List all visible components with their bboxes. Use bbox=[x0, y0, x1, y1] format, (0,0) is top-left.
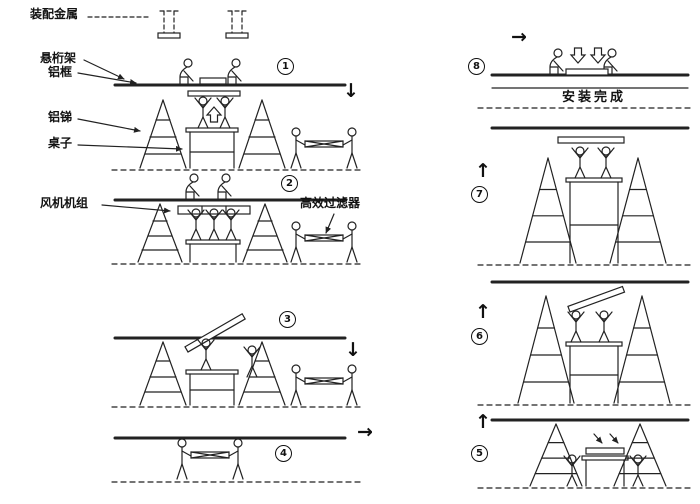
workers-carrying-filter bbox=[290, 364, 358, 406]
frame-piece bbox=[199, 77, 227, 85]
ladder-left bbox=[137, 203, 183, 263]
filter-panel-tilted bbox=[184, 312, 246, 353]
flow-down-arrow-after-step3: ↓ bbox=[345, 339, 361, 361]
step-5-badge: 5 bbox=[471, 445, 488, 462]
worker-lifting bbox=[197, 338, 215, 371]
worker-lifting bbox=[629, 454, 647, 487]
ladder-left bbox=[139, 341, 187, 406]
metal-fitting bbox=[225, 32, 249, 39]
scene-step1 bbox=[77, 10, 347, 87]
label-aluminum-ladder: 铝锑 bbox=[48, 110, 73, 124]
ladder-right bbox=[238, 99, 286, 169]
ladder-right bbox=[242, 203, 288, 263]
flow-right-arrow-step8: → bbox=[511, 26, 527, 48]
flow-right-arrow-after-step4: → bbox=[357, 421, 373, 443]
scene-step2 bbox=[101, 173, 361, 265]
step-3-badge: 3 bbox=[279, 311, 296, 328]
flow-up-arrow-step7: ↑ bbox=[475, 160, 491, 182]
flow-up-arrow-step6: ↑ bbox=[475, 301, 491, 323]
filter-panel bbox=[557, 136, 625, 144]
truss-leader-arrow bbox=[83, 59, 125, 80]
worker-lifting bbox=[563, 454, 581, 487]
hanger-dashed-lines bbox=[87, 10, 247, 34]
label-table: 桌子 bbox=[48, 136, 73, 150]
work-table bbox=[565, 341, 623, 404]
ladder-leader-arrow bbox=[77, 118, 141, 133]
worker-crouching bbox=[185, 173, 200, 200]
label-assembly-metal: 装配金属 bbox=[30, 7, 79, 21]
metal-fitting bbox=[157, 32, 181, 39]
label-suspension-truss: 悬桁架 bbox=[40, 51, 77, 65]
workers-carrying-filter bbox=[176, 438, 244, 480]
flow-up-arrow-step5: ↑ bbox=[475, 411, 491, 433]
push-up-arrow-icon bbox=[206, 106, 222, 123]
label-aluminum-frame: 铝框 bbox=[48, 65, 73, 79]
worker-lifting bbox=[595, 310, 613, 343]
ladder-right bbox=[613, 295, 671, 404]
scene-step4 bbox=[111, 436, 361, 483]
workers-carrying-filter bbox=[290, 127, 358, 169]
worker-crouching bbox=[217, 173, 232, 200]
worker-crouching bbox=[227, 58, 242, 85]
press-down-arrow-icon bbox=[570, 47, 586, 64]
scene-step7 bbox=[477, 126, 693, 266]
step-1-badge: 1 bbox=[277, 58, 294, 75]
filter-panel bbox=[187, 90, 241, 97]
filter-panel bbox=[565, 68, 609, 76]
step-4-badge: 4 bbox=[275, 445, 292, 462]
ladder-right bbox=[613, 423, 667, 487]
step-7-badge: 7 bbox=[471, 186, 488, 203]
ladder-left bbox=[519, 157, 577, 264]
place-down-arrow bbox=[593, 433, 603, 444]
ladder-left bbox=[529, 423, 583, 487]
worker-crouching bbox=[549, 48, 564, 75]
label-hepa-filter: 高效过滤器 bbox=[300, 196, 361, 210]
hepa-leader-arrow bbox=[325, 213, 335, 234]
press-down-arrow-icon bbox=[590, 47, 606, 64]
work-table bbox=[185, 239, 241, 263]
worker-lifting bbox=[597, 146, 615, 179]
ladder-right bbox=[609, 157, 667, 264]
work-table bbox=[185, 127, 239, 169]
ladder-left bbox=[517, 295, 575, 404]
place-down-arrow bbox=[609, 433, 619, 444]
worker-crouching bbox=[179, 58, 194, 85]
work-table bbox=[581, 455, 629, 487]
flow-down-arrow-after-step1: ↓ bbox=[343, 80, 359, 102]
step-2-badge: 2 bbox=[281, 175, 298, 192]
scene-step5 bbox=[477, 418, 693, 489]
scene-step1-lift bbox=[77, 90, 361, 171]
step-6-badge: 6 bbox=[471, 328, 488, 345]
scene-step3 bbox=[111, 312, 361, 408]
worker-lifting bbox=[571, 146, 589, 179]
label-install-complete: 安装完成 bbox=[562, 90, 627, 105]
filter-panel bbox=[585, 447, 625, 455]
scene-step8 bbox=[477, 47, 693, 109]
frame-leader-arrow bbox=[77, 72, 137, 85]
table-leader-arrow bbox=[77, 144, 183, 152]
fan-unit-leader-arrow bbox=[101, 204, 171, 214]
step-8-badge: 8 bbox=[468, 58, 485, 75]
worker-lifting bbox=[567, 310, 585, 343]
filter-panel-tilted bbox=[567, 285, 626, 313]
workers-carrying-filter bbox=[290, 221, 358, 263]
label-fan-unit: 风机机组 bbox=[40, 196, 89, 210]
work-table bbox=[565, 177, 623, 264]
ladder-left bbox=[139, 99, 187, 169]
scene-step6 bbox=[477, 280, 693, 406]
ladder-right bbox=[238, 341, 286, 406]
work-table bbox=[185, 369, 239, 406]
